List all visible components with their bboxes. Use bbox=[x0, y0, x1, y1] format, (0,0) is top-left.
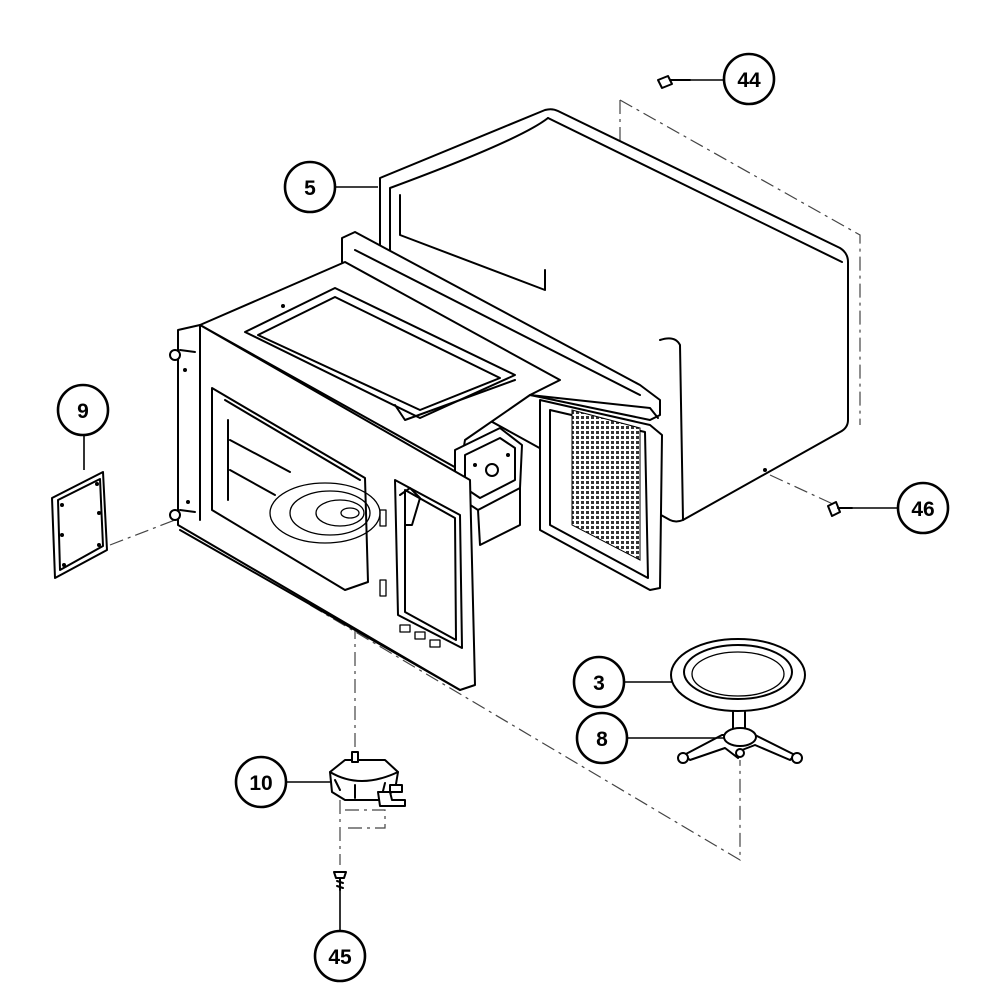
front-frame bbox=[169, 324, 476, 691]
callout-label-5: 5 bbox=[304, 177, 316, 200]
part-8-roller-support bbox=[677, 711, 803, 764]
callout-45: 45 bbox=[313, 929, 367, 983]
part-45-screw bbox=[333, 871, 347, 891]
callout-3: 3 bbox=[572, 655, 626, 709]
part-46-screw bbox=[827, 501, 853, 517]
callout-label-8: 8 bbox=[596, 728, 608, 751]
callout-label-45: 45 bbox=[328, 946, 352, 969]
callout-44: 44 bbox=[722, 52, 776, 106]
oven-cavity bbox=[199, 261, 561, 471]
callout-46: 46 bbox=[896, 481, 950, 535]
callout-5: 5 bbox=[283, 160, 337, 214]
callout-label-46: 46 bbox=[911, 498, 934, 521]
perforated-grille bbox=[571, 409, 641, 561]
callout-10: 10 bbox=[234, 755, 288, 809]
leader-lines bbox=[83, 79, 898, 932]
callout-9: 9 bbox=[56, 383, 110, 437]
callout-label-10: 10 bbox=[249, 772, 272, 795]
callout-label-3: 3 bbox=[593, 672, 605, 695]
control-side-panel bbox=[529, 394, 663, 591]
callout-label-44: 44 bbox=[737, 69, 761, 92]
callout-label-9: 9 bbox=[77, 400, 89, 423]
part-10-turntable-motor bbox=[329, 751, 406, 807]
frame-hinge-bottom bbox=[169, 509, 196, 521]
magnetron-bracket bbox=[454, 427, 523, 546]
callout-8: 8 bbox=[575, 711, 629, 765]
frame-hinge-top bbox=[169, 349, 196, 361]
part-44-screw bbox=[657, 75, 691, 89]
assembly-guide-lines bbox=[109, 99, 861, 865]
part-3-glass-tray bbox=[670, 638, 806, 712]
part-9-cover-plate bbox=[51, 471, 108, 579]
